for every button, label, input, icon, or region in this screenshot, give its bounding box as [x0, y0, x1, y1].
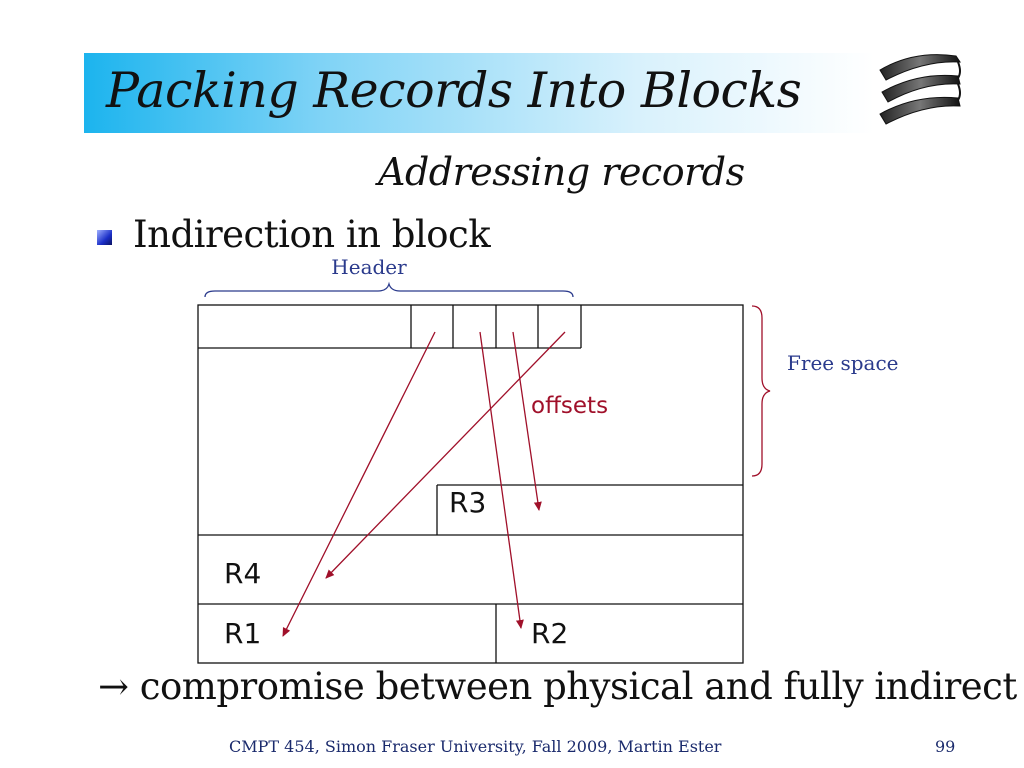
offset-arrow-r3 — [512, 331, 542, 511]
offset-arrows — [282, 331, 566, 637]
free-space-brace — [751, 305, 771, 477]
block-outline — [197, 304, 744, 664]
square-bullet-icon — [97, 230, 112, 245]
slide-subtitle: Addressing records — [378, 150, 745, 194]
offset-arrow-r4 — [325, 331, 566, 579]
bullet-text: Indirection in block — [133, 213, 491, 256]
offsets-label: offsets — [531, 393, 608, 419]
slide-title: Packing Records Into Blocks — [106, 62, 802, 119]
header-label: Header — [331, 255, 407, 279]
free-space-label: Free space — [787, 351, 899, 375]
offset-cells — [410, 305, 582, 348]
offset-arrow-r1 — [282, 331, 436, 637]
offset-arrow-r2 — [479, 331, 524, 629]
title-bar — [84, 53, 874, 133]
conclusion-line: → compromise between physical and fully … — [98, 665, 1017, 708]
record-r2-label: R2 — [531, 617, 568, 650]
record-r4-label: R4 — [224, 557, 261, 590]
record-r3 — [436, 484, 743, 535]
record-r3-label: R3 — [449, 486, 486, 519]
record-r1-label: R1 — [224, 617, 261, 650]
footer-text: CMPT 454, Simon Fraser University, Fall … — [229, 737, 722, 756]
header-brace — [204, 281, 574, 298]
disk-stack-icon — [879, 54, 961, 125]
right-arrow-icon: → — [98, 665, 129, 708]
page-number: 99 — [935, 737, 956, 756]
conclusion-text: compromise between physical and fully in… — [139, 665, 1017, 708]
